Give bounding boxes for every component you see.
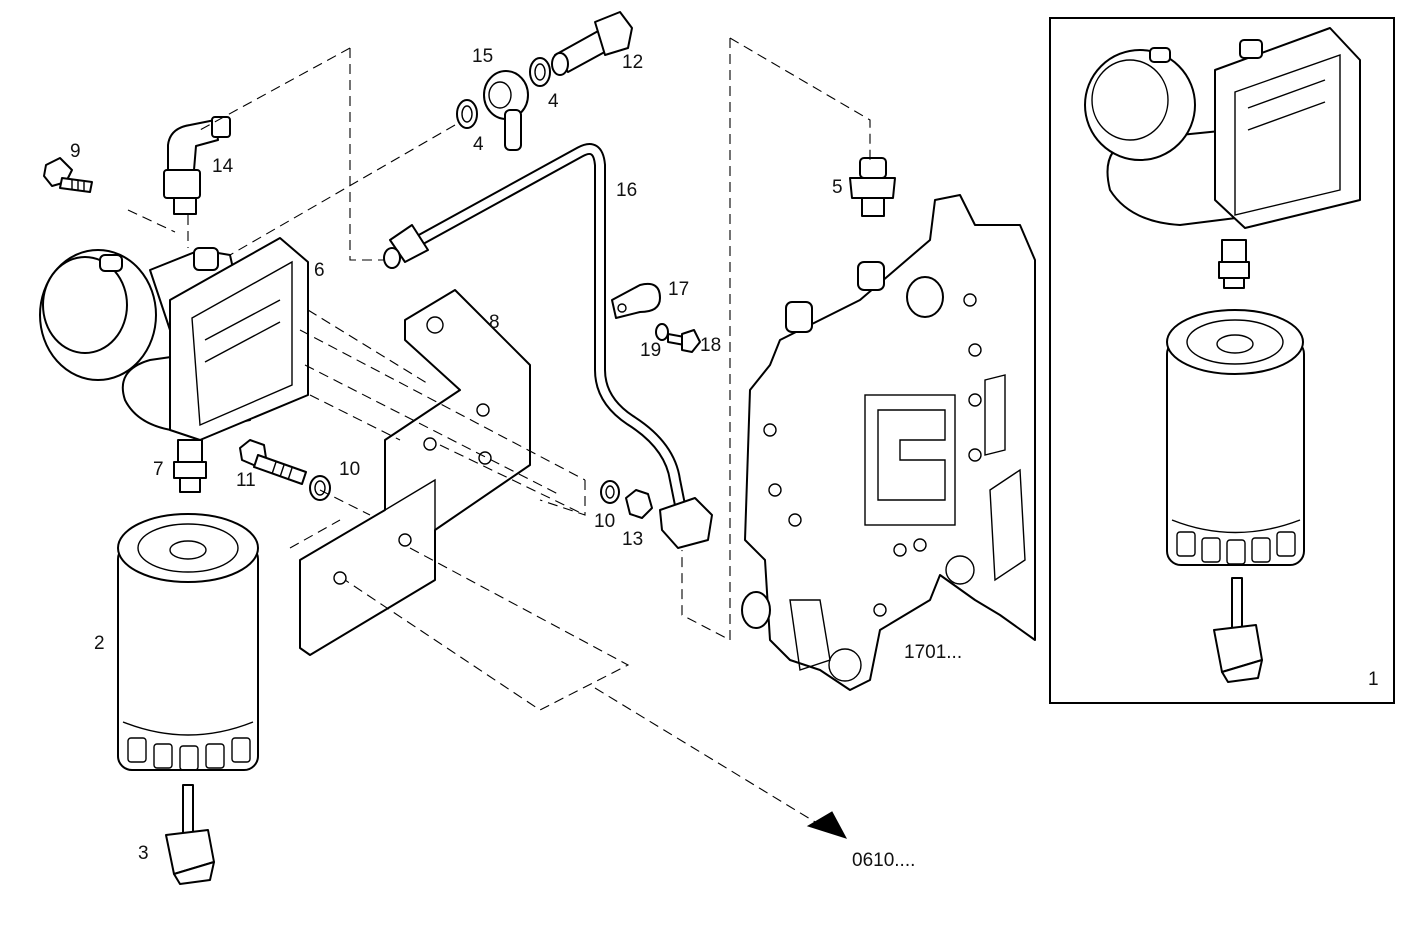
lock-washer-10-left: [309, 475, 331, 501]
washer-19: [655, 323, 669, 341]
engine-mounting-plate: [741, 194, 1036, 691]
callout-19: 19: [640, 340, 661, 361]
callout-13: 13: [622, 529, 643, 550]
callout-9: 9: [70, 141, 81, 162]
banjo-bolt-12: [551, 11, 633, 76]
inset-filter-head: [1084, 27, 1361, 229]
callout-7: 7: [153, 459, 164, 480]
callout-2: 2: [94, 633, 105, 654]
callout-1: 1: [1368, 669, 1379, 690]
elbow-fitting-14: [163, 116, 231, 215]
bolt-11: [239, 439, 307, 485]
inset-filter-cartridge: [1166, 309, 1305, 566]
pipe-clip-17: [611, 282, 661, 319]
lock-washer-10-right: [600, 480, 620, 504]
arrow-right-down-icon: [806, 811, 848, 839]
callout-16: 16: [616, 180, 637, 201]
filter-cartridge-2: [117, 513, 259, 771]
assembly-guide-lines: [127, 37, 871, 826]
callout-12: 12: [622, 52, 643, 73]
fitting-5: [849, 157, 896, 217]
sensor-3: [165, 784, 215, 885]
washer-4-right: [529, 57, 551, 87]
bolt-9: [43, 157, 93, 193]
banjo-fitting-15: [483, 70, 529, 151]
washer-4-left: [456, 99, 478, 129]
callout-6: 6: [314, 260, 325, 281]
bolt-18: [667, 329, 701, 353]
engine-reference-label: 1701...: [904, 642, 962, 663]
callout-15: 15: [472, 46, 493, 67]
nipple-7: [173, 439, 207, 493]
callout-10-right: 10: [594, 511, 615, 532]
callout-4-right: 4: [548, 91, 559, 112]
filter-head-6: [39, 237, 309, 441]
callout-5: 5: [832, 177, 843, 198]
callout-18: 18: [700, 335, 721, 356]
fuel-pipe-16: [383, 143, 713, 549]
nut-13: [625, 489, 653, 519]
callout-3: 3: [138, 843, 149, 864]
assembly-inset-frame: [1049, 17, 1395, 704]
callout-14: 14: [212, 156, 234, 177]
callout-8: 8: [489, 312, 500, 333]
inset-nipple: [1218, 239, 1250, 289]
callout-4-left: 4: [473, 134, 484, 155]
callout-10-left: 10: [339, 459, 360, 480]
bracket-8: [299, 289, 531, 656]
callout-11: 11: [236, 470, 256, 491]
continuation-reference-label: 0610....: [852, 850, 915, 871]
callout-17: 17: [668, 279, 689, 300]
inset-sensor: [1213, 577, 1263, 683]
